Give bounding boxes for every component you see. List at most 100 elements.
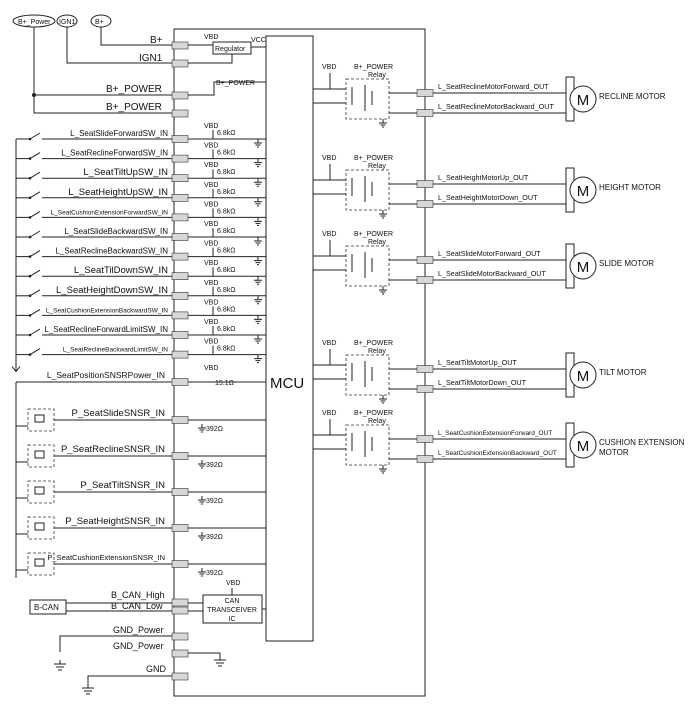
mcu-block — [265, 35, 314, 642]
ground-symbol — [254, 295, 262, 305]
relay-power-label: B+_POWER — [354, 64, 393, 71]
pullup-vbd-label: VBD — [204, 143, 218, 150]
pullup-resistor-label: 6.8kΩ — [217, 267, 235, 274]
relay-vbd-label: VBD — [322, 155, 336, 162]
sensor-res-label: 392Ω — [206, 498, 223, 505]
sensor-signal-wire — [16, 491, 266, 499]
b-power-tap-wire — [188, 81, 266, 96]
pullup-vbd-label: VBD — [204, 319, 218, 326]
pullup-vbd-label: VBD — [204, 162, 218, 169]
motor-glyph: M — [577, 183, 590, 200]
motor-out-label: L_SeatSlideMotorBackward_OUT — [438, 269, 546, 278]
connector-pin — [416, 180, 434, 188]
motor-out-label: L_SeatHeightMotorUp_OUT — [438, 173, 529, 182]
ground-symbol — [254, 178, 262, 187]
ground-symbol — [198, 496, 206, 505]
switch-label: L_SeatReclineForwardLimitSW_IN — [44, 325, 168, 334]
gnd-power-label-b: GND_Power — [113, 641, 164, 651]
connector-pin — [171, 672, 189, 681]
hall-sensor-element — [34, 486, 45, 495]
switch-pivot — [28, 255, 32, 258]
sensor-res-label: 392Ω — [206, 534, 223, 541]
relay-box — [345, 78, 390, 120]
connector-pin — [171, 194, 189, 202]
can-transceiver-box — [202, 594, 263, 624]
switch-contact — [29, 328, 41, 336]
switch-contact — [29, 289, 41, 297]
gnd-power-wires — [59, 635, 221, 664]
switch-row: L_SeatCushionExtensionForwardSW_INVBD6.8… — [16, 201, 266, 226]
rail-arrow — [11, 366, 21, 373]
relay-vbd-label: VBD — [322, 64, 336, 71]
ground-symbol — [254, 256, 262, 266]
motor-glyph: M — [577, 438, 590, 455]
ground-symbol — [254, 315, 262, 324]
relay-label: Relay — [368, 163, 386, 170]
pullup-resistor-label: 6.8kΩ — [217, 346, 235, 353]
can-high-label: B_CAN_High — [111, 590, 165, 600]
switch-pivot — [28, 216, 32, 219]
sensor-label: P_SeatSlideSNSR_IN — [72, 408, 166, 419]
relay-box — [345, 354, 390, 396]
switch-contact — [29, 171, 41, 179]
ground-symbol — [254, 354, 262, 364]
b-power-wire — [33, 27, 174, 114]
switch-contact — [29, 269, 41, 277]
hall-sensor-element — [34, 522, 45, 531]
position-power-label: L_SeatPositionSNSRPower_IN — [47, 370, 165, 380]
switch-pivot — [28, 235, 32, 239]
pullup-vbd-label: VBD — [204, 339, 218, 346]
switch-contact — [29, 191, 41, 199]
ground-symbol — [254, 335, 262, 344]
switch-contact — [29, 250, 41, 258]
switch-contact — [29, 230, 41, 238]
connector-pin — [171, 59, 189, 68]
pullup-vbd-label: VBD — [204, 221, 218, 228]
sensor-signal-wire — [16, 455, 266, 463]
connector-pin — [416, 276, 434, 284]
switch-row: L_SeatCushionExtensionBackwardSW_INVBD6.… — [16, 299, 266, 324]
sensor-signal-wire — [16, 527, 266, 535]
connector-pin — [416, 200, 434, 208]
position-power-res-label: 15.1Ω — [215, 380, 234, 387]
regulator-wires — [188, 44, 266, 64]
relay-box — [345, 169, 390, 211]
connector-pin — [171, 606, 189, 615]
ground-symbol — [198, 568, 206, 577]
pullup-resistor-label: 6.8kΩ — [217, 130, 235, 137]
switch-contact — [29, 152, 41, 160]
switch-pivot — [28, 274, 32, 278]
motor-glyph: M — [577, 92, 590, 109]
ground-symbol — [379, 210, 387, 219]
relay-vbd-label: VBD — [322, 340, 336, 347]
relay-drive-wires — [313, 349, 346, 380]
pullup-vbd-label: VBD — [204, 182, 218, 189]
b-power-tap-label: B+_POWER — [216, 80, 255, 87]
motor-name: HEIGHT MOTOR — [599, 183, 661, 192]
position-power-vbd-label: VBD — [204, 365, 218, 372]
motor-glyph: M — [577, 259, 590, 276]
connector-pin — [171, 416, 189, 424]
ign1-wire — [66, 27, 174, 64]
relay-power-label: B+_POWER — [354, 410, 393, 417]
b-plus-wire — [100, 27, 174, 46]
ground-symbol — [254, 158, 262, 168]
connector-pin — [171, 252, 189, 261]
sensor-label: P_SeatCushionExtensionSNSR_IN — [47, 553, 165, 562]
regulator-label: Regulator — [215, 46, 246, 53]
switch-pivot — [28, 314, 32, 317]
motor-out-label: L_SeatSlideMotorForward_OUT — [438, 249, 541, 258]
motor-symbol — [569, 361, 597, 389]
sensor-signal-wire — [16, 419, 266, 427]
pullup-vbd-label: VBD — [204, 123, 218, 130]
